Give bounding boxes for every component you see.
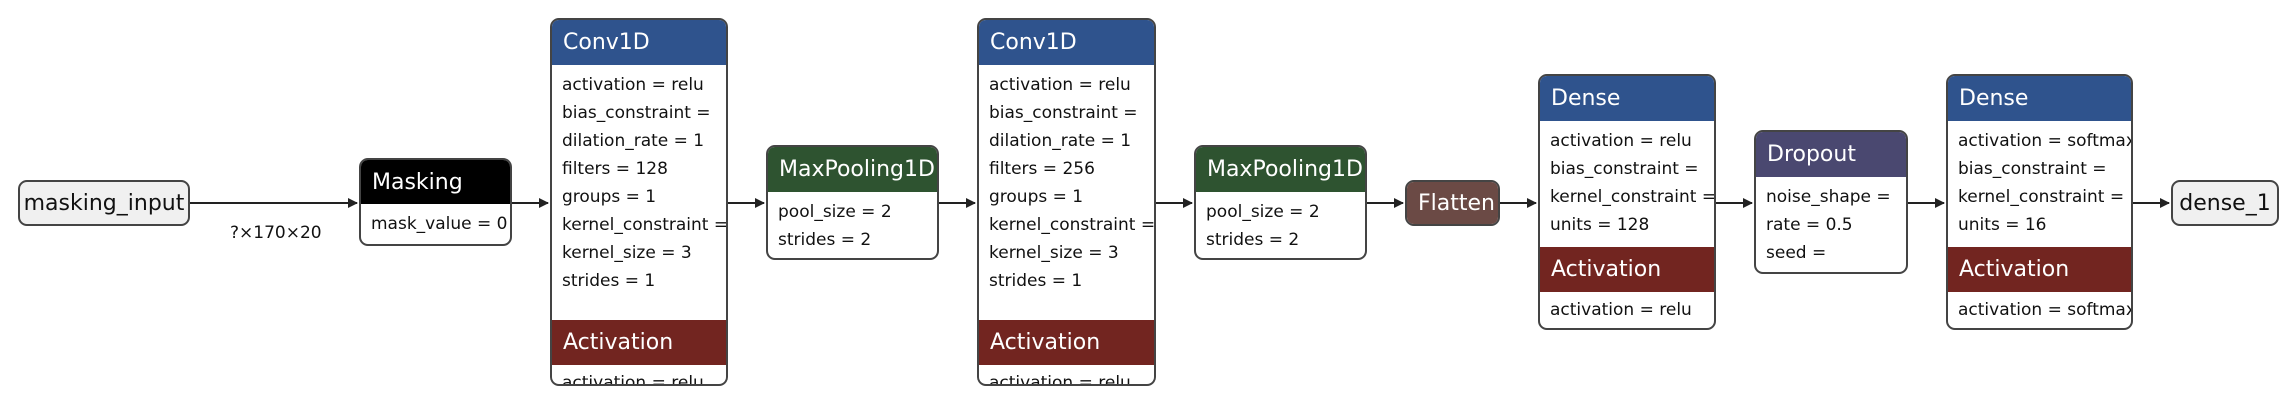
conv1d-node-1: Conv1D activation = relu bias_constraint … [550, 18, 728, 386]
param-row: strides = 1 [989, 271, 1083, 291]
dense-1-header: Dense [1540, 76, 1714, 121]
dense-2-activation-params: activation = softmax [1948, 292, 2131, 324]
input-node-label: masking_input [23, 190, 185, 216]
param-row: activation = relu [562, 75, 704, 95]
dropout-params: noise_shape = rate = 0.5 seed = [1756, 177, 1906, 267]
param-row: kernel_constraint = [562, 215, 728, 235]
param-row: kernel_constraint = [989, 215, 1156, 235]
maxpooling1d-1-header: MaxPooling1D [768, 147, 937, 192]
param-row: activation = softmax [1958, 131, 2133, 151]
param-row: kernel_size = 3 [989, 243, 1119, 263]
param-row: mask_value = 0 [371, 214, 508, 234]
param-row: groups = 1 [989, 187, 1084, 207]
dense-2-activation-header: Activation [1948, 247, 2131, 292]
param-row: strides = 1 [562, 271, 656, 291]
param-row: activation = softmax [1958, 300, 2133, 320]
maxpooling1d-2-header: MaxPooling1D [1196, 147, 1365, 192]
param-row: bias_constraint = [1958, 159, 2107, 179]
param-row: filters = 256 [989, 159, 1095, 179]
dense-node-2: Dense activation = softmax bias_constrain… [1946, 74, 2133, 330]
param-row: dilation_rate = 1 [989, 131, 1132, 151]
output-node-label: dense_1 [2179, 190, 2271, 216]
masking-node: Masking mask_value = 0 [359, 158, 512, 246]
param-row: bias_constraint = [989, 103, 1138, 123]
masking-header: Masking [361, 160, 510, 204]
edge-shape-label: ?×170×20 [230, 223, 322, 243]
param-row: dilation_rate = 1 [562, 131, 705, 151]
flatten-node: Flatten [1405, 180, 1500, 226]
output-node: dense_1 [2171, 180, 2279, 226]
conv1d-1-header: Conv1D [552, 20, 726, 65]
dense-2-header: Dense [1948, 76, 2131, 121]
param-row: strides = 2 [1206, 230, 1300, 250]
param-row: units = 16 [1958, 215, 2047, 235]
param-row: activation = relu [989, 373, 1131, 386]
dropout-node: Dropout noise_shape = rate = 0.5 seed = [1754, 130, 1908, 274]
dense-1-activation-header: Activation [1540, 247, 1714, 292]
param-row: pool_size = 2 [1206, 202, 1320, 222]
maxpooling1d-1-params: pool_size = 2 strides = 2 [768, 192, 937, 254]
input-node: masking_input [18, 180, 190, 226]
dense-1-activation-params: activation = relu [1540, 292, 1714, 324]
dense-node-1: Dense activation = relu bias_constraint =… [1538, 74, 1716, 330]
param-row: units = 128 [1550, 215, 1650, 235]
conv1d-1-activation-params: activation = relu [552, 365, 726, 386]
conv1d-1-activation-header: Activation [552, 320, 726, 365]
param-row: kernel_constraint = [1958, 187, 2125, 207]
maxpooling1d-node-2: MaxPooling1D pool_size = 2 strides = 2 [1194, 145, 1367, 260]
conv1d-1-params: activation = relu bias_constraint = dilati… [552, 65, 726, 320]
param-row: kernel_constraint = [1550, 187, 1716, 207]
param-row: activation = relu [1550, 131, 1692, 151]
dense-1-params: activation = relu bias_constraint = kernel… [1540, 121, 1714, 247]
param-row: groups = 1 [562, 187, 657, 207]
param-row: rate = 0.5 [1766, 215, 1853, 235]
conv1d-node-2: Conv1D activation = relu bias_constraint … [977, 18, 1156, 386]
param-row: strides = 2 [778, 230, 872, 250]
masking-params: mask_value = 0 [361, 204, 510, 238]
param-row: filters = 128 [562, 159, 668, 179]
param-row: pool_size = 2 [778, 202, 892, 222]
conv1d-2-activation-params: activation = relu [979, 365, 1154, 386]
conv1d-2-activation-header: Activation [979, 320, 1154, 365]
maxpooling1d-2-params: pool_size = 2 strides = 2 [1196, 192, 1365, 254]
param-row: seed = [1766, 243, 1827, 263]
param-row: bias_constraint = [562, 103, 711, 123]
param-row: noise_shape = [1766, 187, 1891, 207]
param-row: activation = relu [562, 373, 704, 386]
dense-2-params: activation = softmax bias_constraint = ker… [1948, 121, 2131, 247]
param-row: activation = relu [1550, 300, 1692, 320]
param-row: kernel_size = 3 [562, 243, 692, 263]
param-row: activation = relu [989, 75, 1131, 95]
conv1d-2-header: Conv1D [979, 20, 1154, 65]
conv1d-2-params: activation = relu bias_constraint = dilati… [979, 65, 1154, 320]
param-row: bias_constraint = [1550, 159, 1699, 179]
maxpooling1d-node-1: MaxPooling1D pool_size = 2 strides = 2 [766, 145, 939, 260]
dropout-header: Dropout [1756, 132, 1906, 177]
flatten-header: Flatten [1407, 182, 1498, 224]
